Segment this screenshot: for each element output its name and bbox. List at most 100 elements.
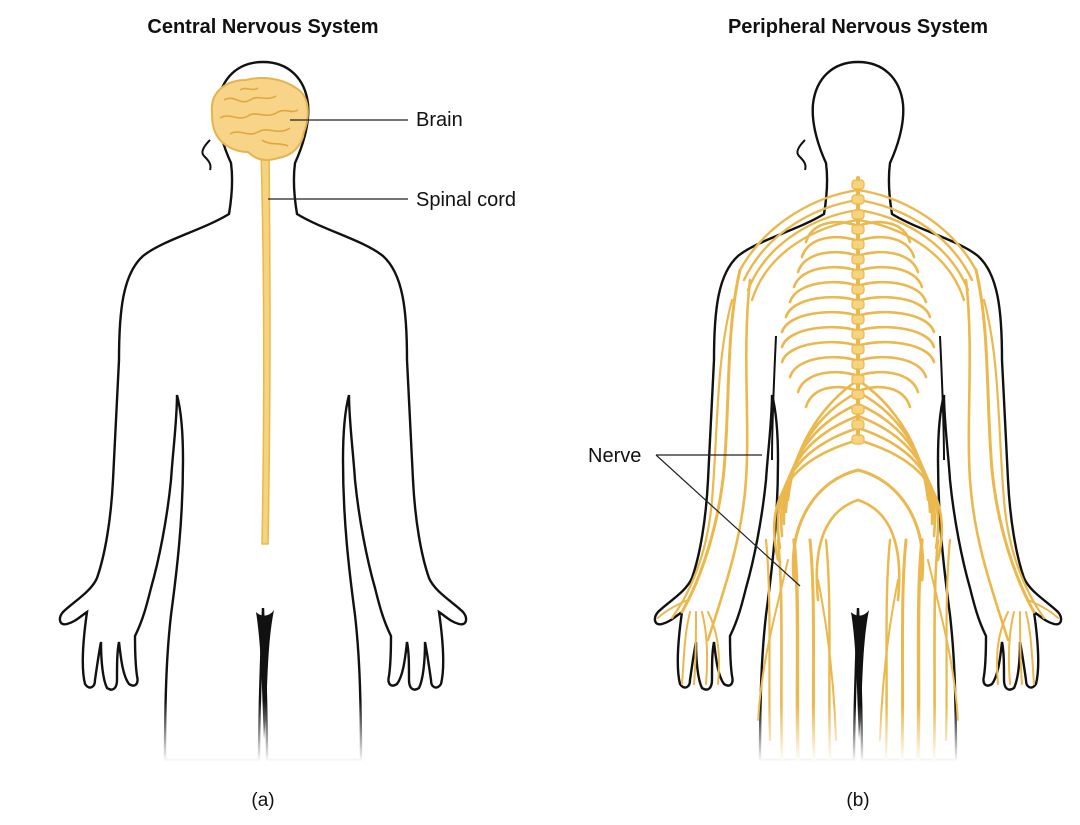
finger-nerve [707, 611, 720, 685]
vertebra-node [851, 434, 865, 445]
arm-nerve [706, 278, 752, 642]
shoulder-nerve [750, 218, 860, 302]
lumbar-nerve [856, 414, 937, 538]
leg-branch-nerve [757, 559, 789, 721]
arm-nerve [982, 298, 1046, 620]
shoulder-nerve [738, 188, 860, 272]
vertebra-node [851, 194, 865, 205]
vertebra-node [851, 269, 865, 280]
lumbar-nerve [776, 426, 860, 550]
pelvic-nerve [815, 498, 860, 602]
shoulder-nerve [746, 208, 860, 292]
pelvic-nerve [791, 468, 860, 582]
intercostal-nerve [856, 280, 928, 304]
vertebra-node [851, 314, 865, 325]
intercostal-nerve [804, 385, 860, 409]
vertebra-node [851, 359, 865, 370]
intercostal-nerve [856, 250, 920, 274]
finger-nerve [681, 611, 691, 685]
lumbar-nerve [856, 426, 940, 550]
arm-nerve [974, 268, 1036, 614]
intercostal-nerve [856, 295, 932, 319]
nerve-label: Nerve [588, 445, 641, 467]
finger-nerve [701, 611, 709, 685]
lumbar-nerve [782, 402, 860, 526]
vertebra-node [851, 179, 865, 190]
intercostal-nerve [796, 370, 860, 394]
brain [210, 77, 309, 161]
intercostal-nerve [856, 235, 916, 259]
brain-label: Brain [416, 109, 463, 131]
thumb-nerve [1027, 599, 1059, 619]
intercostal-nerve [856, 370, 920, 394]
vertebra-node [851, 329, 865, 340]
shoulder-nerve [856, 218, 966, 302]
leg-branch-nerve [927, 559, 959, 721]
legs-fade [745, 705, 975, 762]
intercostal-nerve [856, 325, 936, 349]
arm-nerve [680, 268, 742, 614]
lumbar-nerve [779, 414, 860, 538]
thumb-nerve [657, 599, 689, 619]
groin-detail [256, 610, 274, 740]
intercostal-nerve [856, 340, 936, 364]
panel-a-caption: (a) [251, 790, 274, 811]
intercostal-nerve [856, 265, 924, 289]
nerve-leader-line [655, 454, 801, 587]
panel-b-title: Peripheral Nervous System [728, 16, 988, 38]
shoulder-nerve [856, 198, 974, 282]
spinal-cord [260, 149, 271, 545]
intercostal-nerve [856, 385, 912, 409]
vertebra-node [851, 209, 865, 220]
lumbar-nerve [784, 390, 860, 514]
lumbar-nerve [773, 438, 860, 562]
vertebra-node [851, 224, 865, 235]
finger-nerve [693, 611, 697, 685]
vertebra-node [851, 404, 865, 415]
arm-inner-right [939, 335, 945, 461]
finger-nerve [1007, 611, 1015, 685]
intercostal-nerve [780, 310, 860, 334]
intercostal-nerve [856, 310, 936, 334]
intercostal-nerve [796, 250, 860, 274]
vertebra-node [851, 254, 865, 265]
vertebra-node [851, 299, 865, 310]
lumbar-nerve [856, 438, 943, 562]
panel-a-title: Central Nervous System [147, 16, 378, 38]
spinal-cord-label: Spinal cord [416, 189, 516, 211]
shoulder-nerve [856, 188, 978, 272]
panel-b-caption: (b) [846, 790, 869, 811]
legs-fade [150, 700, 380, 762]
intercostal-nerve [780, 325, 860, 349]
vertebral-column [851, 179, 865, 445]
finger-nerve [1019, 611, 1023, 685]
intercostal-nerve [856, 355, 928, 379]
face-profile [201, 139, 212, 171]
intercostal-nerve [788, 355, 860, 379]
lumbar-nerve [856, 402, 934, 526]
finger-nerve [996, 611, 1009, 685]
intercostal-nerve [784, 295, 860, 319]
intercostal-nerve [780, 340, 860, 364]
pelvic-nerve [856, 468, 925, 582]
vertebra-node [851, 344, 865, 355]
pelvic-nerve [856, 498, 901, 602]
arm-inner-left [771, 335, 777, 461]
lumbar-nerve [856, 390, 932, 514]
groin-detail [851, 610, 869, 740]
intercostal-nerve [788, 280, 860, 304]
arm-nerve [670, 298, 734, 620]
shoulder-nerve [856, 208, 970, 292]
shoulder-nerve [742, 198, 860, 282]
panel-a-central: Central Nervous System Brain Spinal cord… [58, 16, 516, 811]
intercostal-nerve [792, 265, 860, 289]
arm-nerve [964, 278, 1010, 642]
vertebra-node [851, 419, 865, 430]
finger-nerve [1025, 611, 1035, 685]
vertebra-node [851, 389, 865, 400]
vertebra-node [851, 239, 865, 250]
vertebra-node [851, 284, 865, 295]
panel-b-peripheral: Peripheral Nervous System Nerve (b) [588, 16, 1063, 811]
face-profile [796, 139, 807, 171]
